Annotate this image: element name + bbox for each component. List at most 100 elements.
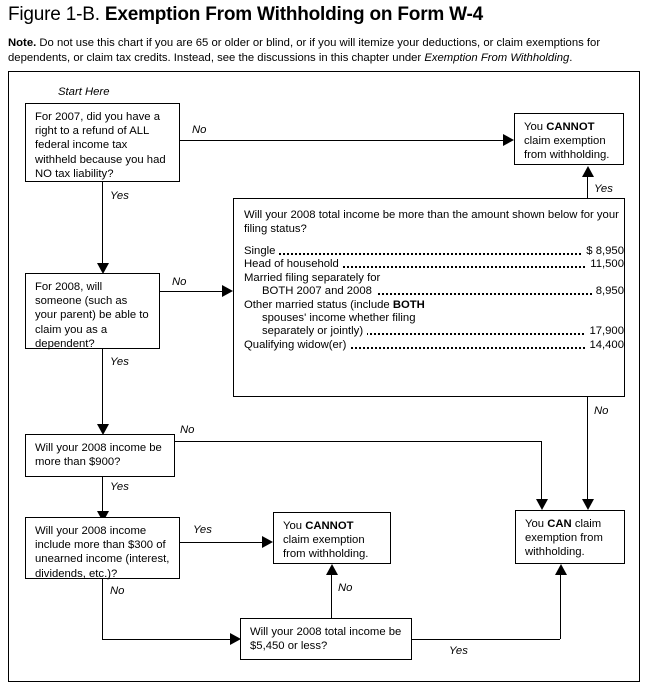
figure-title: Figure 1-B. Exemption From Withholding o… bbox=[8, 4, 483, 26]
terminal-cannot-top-prefix: You bbox=[524, 121, 547, 133]
terminal-can-emphasis: CAN bbox=[547, 518, 572, 530]
income-threshold-value: $ 8,950 bbox=[582, 245, 624, 259]
terminal-cannot-bottom-emphasis: CANNOT bbox=[305, 520, 354, 532]
leader-dots bbox=[244, 346, 624, 350]
terminal-can-suffix: claim exemption from withholding. bbox=[525, 518, 603, 559]
edge-q3-no-line-h bbox=[175, 441, 542, 442]
decision-box-q2[interactable]: For 2008, will someone (such as your par… bbox=[25, 273, 160, 350]
edge-label-q2-no: No bbox=[172, 276, 187, 288]
decision-box-income-threshold[interactable]: Will your 2008 total income be more than… bbox=[233, 198, 625, 397]
decision-box-q4[interactable]: Will your 2008 income include more than … bbox=[25, 517, 180, 580]
edge-label-q2-yes: Yes bbox=[110, 356, 129, 368]
decision-box-q5[interactable]: Will your 2008 total income be $5,450 or… bbox=[240, 618, 412, 660]
edge-income-yes-arrowhead bbox=[582, 166, 594, 177]
terminal-cannot-top-suffix: claim exemption from withholding. bbox=[524, 135, 610, 162]
income-threshold-row: BOTH 2007 and 2008 8,950 bbox=[244, 285, 624, 299]
terminal-cannot-top-emphasis: CANNOT bbox=[546, 121, 595, 133]
figure-note: Note. Do not use this chart if you are 6… bbox=[8, 36, 636, 65]
edge-q3-no-line-v bbox=[541, 441, 542, 502]
edge-q2-yes-line bbox=[102, 349, 103, 426]
income-threshold-label: Single bbox=[244, 245, 280, 259]
edge-q3-no-arrowhead bbox=[536, 499, 548, 510]
edge-q3-yes-arrowhead bbox=[97, 511, 109, 522]
edge-q2-no-arrowhead bbox=[222, 285, 233, 297]
income-threshold-value: 11,500 bbox=[586, 258, 624, 272]
terminal-box-can[interactable]: You CAN claim exemption from withholding… bbox=[515, 510, 625, 564]
income-threshold-label: spouses' income whether filing bbox=[262, 311, 420, 326]
decision-box-q1-text: For 2007, did you have a right to a refu… bbox=[35, 111, 166, 180]
leader-dots bbox=[262, 293, 624, 296]
income-threshold-row: spouses' income whether filing bbox=[244, 311, 624, 326]
income-threshold-label: Head of household bbox=[244, 258, 343, 272]
income-threshold-row: Head of household 11,500 bbox=[244, 258, 624, 272]
edge-label-q5-yes: Yes bbox=[449, 645, 468, 657]
leader-dots bbox=[244, 253, 624, 256]
terminal-can-prefix: You bbox=[525, 518, 548, 530]
figure-title-text: Exemption From Withholding on Form W-4 bbox=[104, 4, 484, 25]
decision-box-q1[interactable]: For 2007, did you have a right to a refu… bbox=[25, 103, 180, 182]
leader-dots bbox=[262, 333, 624, 336]
note-italic-ref: Exemption From Withholding bbox=[424, 51, 570, 64]
note-body-2: . bbox=[569, 51, 573, 64]
income-threshold-value: 17,900 bbox=[585, 325, 624, 339]
chart-border bbox=[8, 71, 640, 682]
edge-q5-yes-line-h bbox=[412, 639, 560, 640]
edge-q5-yes-arrowhead bbox=[555, 564, 567, 575]
edge-q1-yes-line bbox=[102, 182, 103, 265]
edge-q3-yes-line bbox=[102, 477, 103, 513]
edge-q4-yes-arrowhead bbox=[262, 536, 273, 548]
terminal-box-cannot-bottom[interactable]: You CANNOT claim exemption from withhold… bbox=[273, 512, 391, 564]
terminal-cannot-bottom-suffix: claim exemption from withholding. bbox=[283, 534, 369, 561]
income-threshold-label: Other married status (include BOTH bbox=[244, 298, 429, 312]
income-threshold-value: 8,950 bbox=[591, 285, 624, 299]
income-question-text: Will your 2008 total income be more than… bbox=[244, 209, 619, 236]
decision-box-q3-text: Will your 2008 income be more than $900? bbox=[35, 442, 162, 469]
edge-label-q1-no: No bbox=[192, 124, 207, 136]
income-threshold-row: Qualifying widow(er) 14,400 bbox=[244, 338, 624, 353]
income-threshold-row: Single $ 8,950 bbox=[244, 245, 624, 259]
income-threshold-row: Other married status (include BOTH bbox=[244, 298, 624, 312]
leader-dots bbox=[244, 266, 624, 269]
decision-box-q4-text: Will your 2008 income include more than … bbox=[35, 525, 170, 580]
figure-number: Figure 1-B. bbox=[8, 4, 100, 25]
edge-label-q3-yes: Yes bbox=[110, 481, 129, 493]
edge-q1-yes-arrowhead bbox=[97, 263, 109, 274]
edge-q2-yes-arrowhead bbox=[97, 424, 109, 435]
income-threshold-label: Married filing separately for bbox=[244, 271, 385, 286]
start-here-label: Start Here bbox=[58, 86, 110, 98]
edge-label-income-no: No bbox=[594, 405, 609, 417]
edge-label-income-yes: Yes bbox=[594, 183, 613, 195]
edge-income-no-line bbox=[587, 397, 588, 502]
income-threshold-label: separately or jointly) bbox=[262, 325, 368, 339]
edge-q5-no-arrowhead bbox=[326, 564, 338, 575]
edge-q5-no-line bbox=[331, 574, 332, 618]
edge-label-q5-no: No bbox=[338, 582, 353, 594]
edge-label-q1-yes: Yes bbox=[110, 190, 129, 202]
edge-q4-yes-line bbox=[180, 542, 266, 543]
note-label: Note. bbox=[8, 37, 37, 49]
edge-income-yes-line bbox=[587, 176, 588, 200]
terminal-box-cannot-top[interactable]: You CANNOT claim exemption from withhold… bbox=[514, 113, 624, 165]
edge-q4-no-line-v bbox=[102, 579, 103, 639]
edge-label-q3-no: No bbox=[180, 424, 195, 436]
income-threshold-row: Married filing separately for bbox=[244, 271, 624, 286]
income-threshold-label: BOTH 2007 and 2008 bbox=[262, 285, 376, 299]
edge-q4-no-line-h bbox=[102, 639, 234, 640]
income-threshold-label: Qualifying widow(er) bbox=[244, 338, 351, 353]
decision-box-q2-text: For 2008, will someone (such as your par… bbox=[35, 281, 149, 350]
decision-box-q5-text: Will your 2008 total income be $5,450 or… bbox=[250, 626, 402, 653]
income-threshold-value: 14,400 bbox=[585, 338, 624, 353]
note-body-1: Do not use this chart if you are 65 or o… bbox=[8, 37, 601, 64]
terminal-cannot-bottom-prefix: You bbox=[283, 520, 306, 532]
edge-q1-no-arrowhead bbox=[503, 134, 514, 146]
edge-label-q4-no: No bbox=[110, 585, 125, 597]
edge-income-no-arrowhead bbox=[582, 499, 594, 510]
edge-q4-no-arrowhead bbox=[230, 633, 241, 645]
income-threshold-row: separately or jointly) 17,900 bbox=[244, 325, 624, 339]
edge-q2-no-line bbox=[160, 291, 227, 292]
edge-q5-yes-line-v bbox=[560, 574, 561, 639]
edge-q1-no-line bbox=[180, 140, 505, 141]
decision-box-q3[interactable]: Will your 2008 income be more than $900? bbox=[25, 434, 175, 477]
